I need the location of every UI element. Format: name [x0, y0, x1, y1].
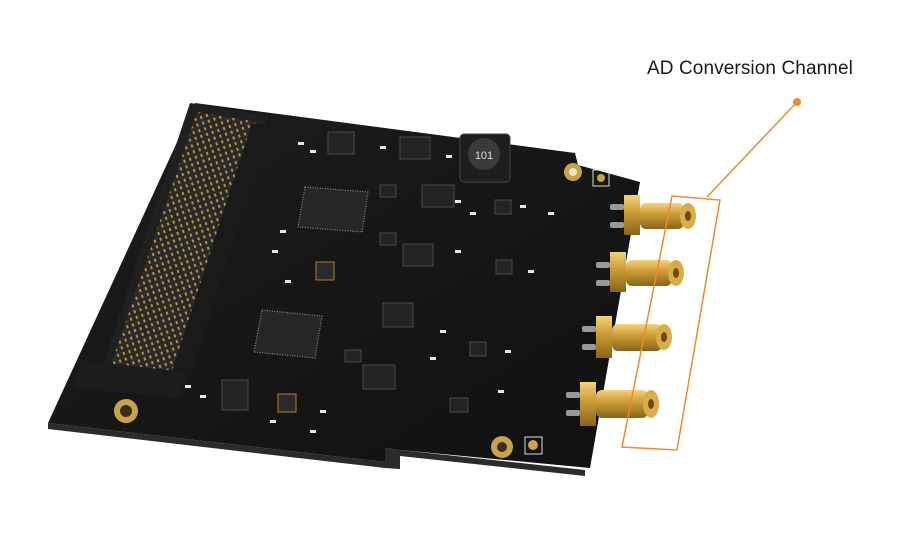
- callout-dot: [793, 98, 801, 106]
- power-inductor: 101: [459, 133, 511, 183]
- adc-chips: [253, 186, 369, 359]
- callout-leader-line: [706, 101, 798, 198]
- sma-connector-2: [596, 252, 684, 292]
- callout-label: AD Conversion Channel: [647, 58, 853, 79]
- callout-highlight-box: [621, 195, 721, 451]
- passive-components: [185, 142, 554, 433]
- sma-connector-4: [566, 382, 659, 426]
- fmc-connector: [74, 103, 272, 398]
- sma-connector-1: [610, 195, 696, 235]
- mounting-holes: [114, 163, 610, 458]
- ic-packages: [221, 131, 513, 413]
- sma-connector-3: [582, 316, 672, 358]
- callout-annotation: [621, 98, 801, 451]
- sma-connectors: [566, 195, 696, 426]
- transformers: [277, 261, 335, 413]
- svg-text:101: 101: [475, 150, 493, 162]
